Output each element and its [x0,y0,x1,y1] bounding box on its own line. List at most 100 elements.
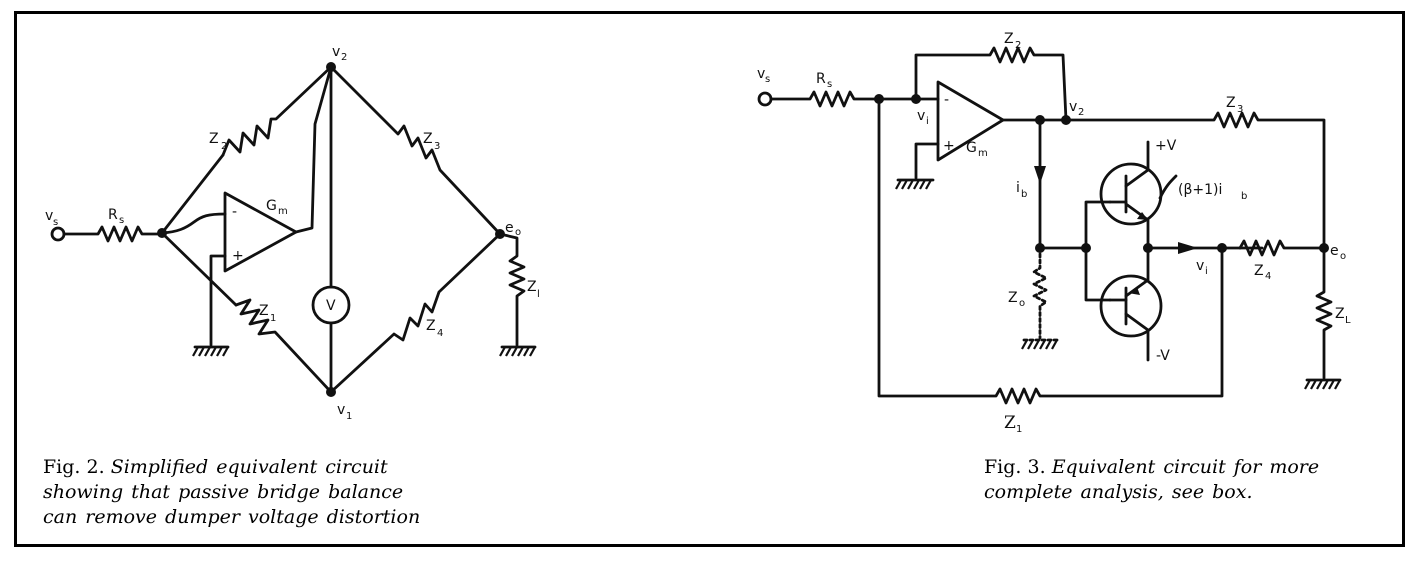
fig3-resistor-z3 [1064,111,1326,250]
fig3-resistor-z1 [877,97,1224,405]
fig3-label-eo: e [1330,243,1339,259]
fig2-label-zl-sub: l [537,289,540,300]
fig3-opamp-minus: - [944,92,949,108]
fig3-label-gm: G [966,140,977,156]
fig3-label-z3-sub: 3 [1237,104,1243,115]
fig2-resistor-z2 [221,65,333,157]
fig2-label-z3: Z [423,131,433,147]
fig2-label-v1: v [337,402,345,418]
fig2-label-vs: v [45,208,53,224]
fig2-label-rs-sub: s [119,215,124,226]
fig2-label-z1-sub: 1 [270,313,276,324]
fig2-wire [294,65,333,234]
fig2-label-z1: Z [259,303,269,319]
fig3-label-plus-v: +V [1155,138,1177,154]
fig2-circuit: v s R s Z 2 Z 1 Z 3 Z 4 Z l v 2 v 1 e o … [45,44,540,422]
fig3-label-rs: R [816,71,826,87]
fig3-label-z1-sub: 1 [1016,424,1022,435]
fig2-caption-text: Simplified equivalent circuit [110,456,388,478]
fig2-label-v2-sub: 2 [341,52,347,63]
fig2-label-z4-sub: 4 [437,328,443,339]
fig2-label-eo: e [505,220,514,236]
fig2-wire [160,231,238,307]
fig3-label-zo-sub: o [1019,298,1025,309]
fig2-label-rs: R [108,207,118,223]
fig2-resistor-z3 [329,65,502,236]
fig3-resistor-zo [1032,246,1048,340]
fig3-opamp-plus: + [943,138,955,154]
fig3-transistor-pnp [1099,274,1163,338]
fig2-source-terminal [50,226,66,242]
fig3-label-rs-sub: s [827,79,832,90]
fig3-label-z1: Z [1004,413,1016,433]
fig3-wire [1084,246,1112,302]
fig3-label-vi-in-sub: i [926,116,929,127]
fig2-ground-icon [192,345,230,357]
fig2-wire [160,212,227,235]
fig2-label-v2: v [332,44,340,60]
fig2-wire [209,254,227,347]
fig3-ground-icon [1304,378,1342,390]
fig2-label-z2: Z [209,131,219,147]
fig3-resistor-zl [1315,246,1333,380]
fig3-label-beta-sub: b [1241,191,1247,202]
fig3-caption: Fig. 3. Equivalent circuit for more comp… [984,455,1319,505]
fig2-wire [160,153,225,235]
fig3-label-gm-sub: m [978,148,988,159]
fig3-label-minus-v: -V [1156,348,1170,364]
fig3-label-v2: v [1069,99,1077,115]
fig3-label-z4-sub: 4 [1265,271,1271,282]
fig3-ib-arrow-icon [1034,166,1046,184]
fig3-label-zl: Z [1335,306,1345,322]
fig3-label-z4: Z [1254,263,1264,279]
fig3-npn-arrow-icon [1137,212,1148,220]
fig2-resistor-zl [498,232,526,347]
fig2-label-gm: G [266,198,277,214]
fig3-pnp-arrow-icon [1128,287,1140,295]
fig2-caption-line-2: showing that passive bridge balance [43,481,404,503]
fig2-label-eo-sub: o [515,227,521,238]
fig2-caption-line-1: Fig. 2. Simplified equivalent circuit [43,455,420,480]
fig3-opamp [936,80,1005,162]
fig3-label-ib-sub: b [1021,189,1027,200]
fig3-source-terminal [757,91,773,107]
fig2-opamp-minus: - [232,204,237,220]
fig2-label-z3-sub: 3 [434,141,440,152]
fig2-opamp [223,191,298,273]
fig2-voltmeter [311,285,351,325]
fig2-label-zl: Z [527,279,537,295]
fig3-output-arrow-icon [1178,242,1198,254]
fig3-label-vi-out-sub: i [1205,266,1208,277]
fig3-label-eo-sub: o [1340,251,1346,262]
fig3-caption-line-2: complete analysis, see box. [984,481,1253,503]
fig2-caption-line-3: can remove dumper voltage distortion [43,506,421,528]
fig2-label-z2-sub: 2 [221,141,227,152]
fig3-transistor-npn [1099,162,1163,226]
fig3-label-zo: Z [1008,290,1018,306]
fig3-caption-line-1: Fig. 3. Equivalent circuit for more [984,455,1319,480]
fig3-ground-icon [1021,338,1059,350]
fig2-resistor-z4 [329,232,502,394]
fig2-label-v1-sub: 1 [346,411,352,422]
fig3-label-beta: (β+1)i [1178,182,1222,198]
fig2-opamp-plus: + [232,248,244,264]
fig2-ground-icon [499,345,537,357]
fig3-label-z3: Z [1226,95,1236,111]
fig3-label-zl-sub: L [1345,315,1351,326]
fig3-label-vi-out: v [1196,258,1204,274]
fig3-circuit: v s R s Z 2 Z 3 Z 4 Z L Z o Z 1 v i v 2 … [757,31,1351,435]
fig3-label-vs: v [757,66,765,82]
fig3-caption-label: Fig. 3. [984,456,1046,478]
fig3-resistor-rs [769,90,881,108]
fig3-label-vi-in: v [917,108,925,124]
fig3-label-ib: i [1016,180,1020,196]
fig2-caption-label: Fig. 2. [43,456,105,478]
fig3-wire [1124,140,1150,188]
fig2-resistor-rs [62,225,162,243]
fig3-label-vs-sub: s [765,74,770,85]
fig2-label-vs-sub: s [53,217,58,228]
fig3-label-z2-sub: 2 [1015,40,1021,51]
fig3-wire [914,142,940,180]
fig3-resistor-z4 [1238,239,1326,257]
